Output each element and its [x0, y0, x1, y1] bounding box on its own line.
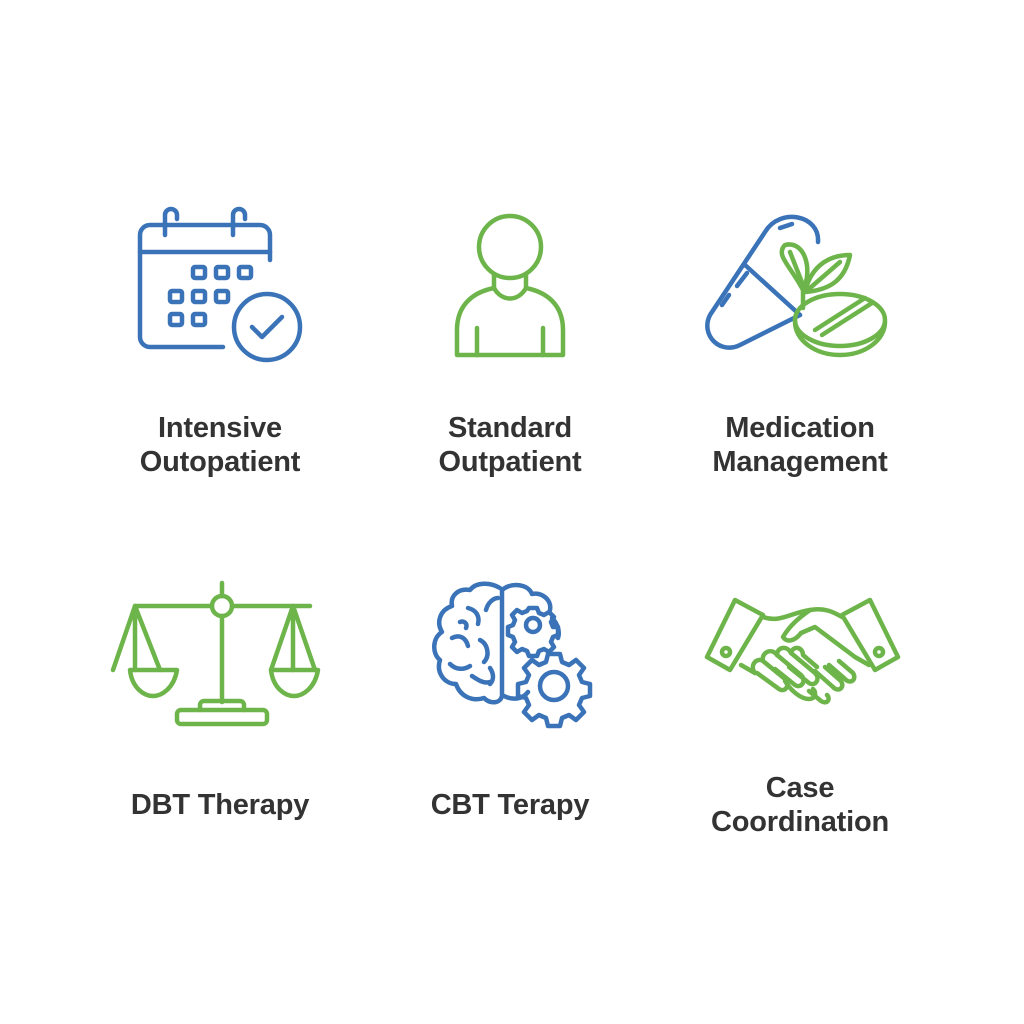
person-icon: [454, 213, 566, 358]
service-label: Intensive Outopatient: [139, 412, 301, 478]
handshake-icon: [704, 597, 901, 705]
brain-gears-icon: [432, 581, 593, 729]
service-label: Case Coordination: [710, 772, 889, 838]
pill-leaf-icon: [705, 214, 888, 358]
service-label: DBT Therapy: [130, 789, 310, 821]
service-label: Standard Outpatient: [438, 412, 582, 478]
calendar-check-icon: [137, 206, 303, 363]
service-label: CBT Terapy: [430, 789, 590, 821]
scales-icon: [110, 580, 321, 727]
service-label: Medication Management: [712, 412, 888, 478]
